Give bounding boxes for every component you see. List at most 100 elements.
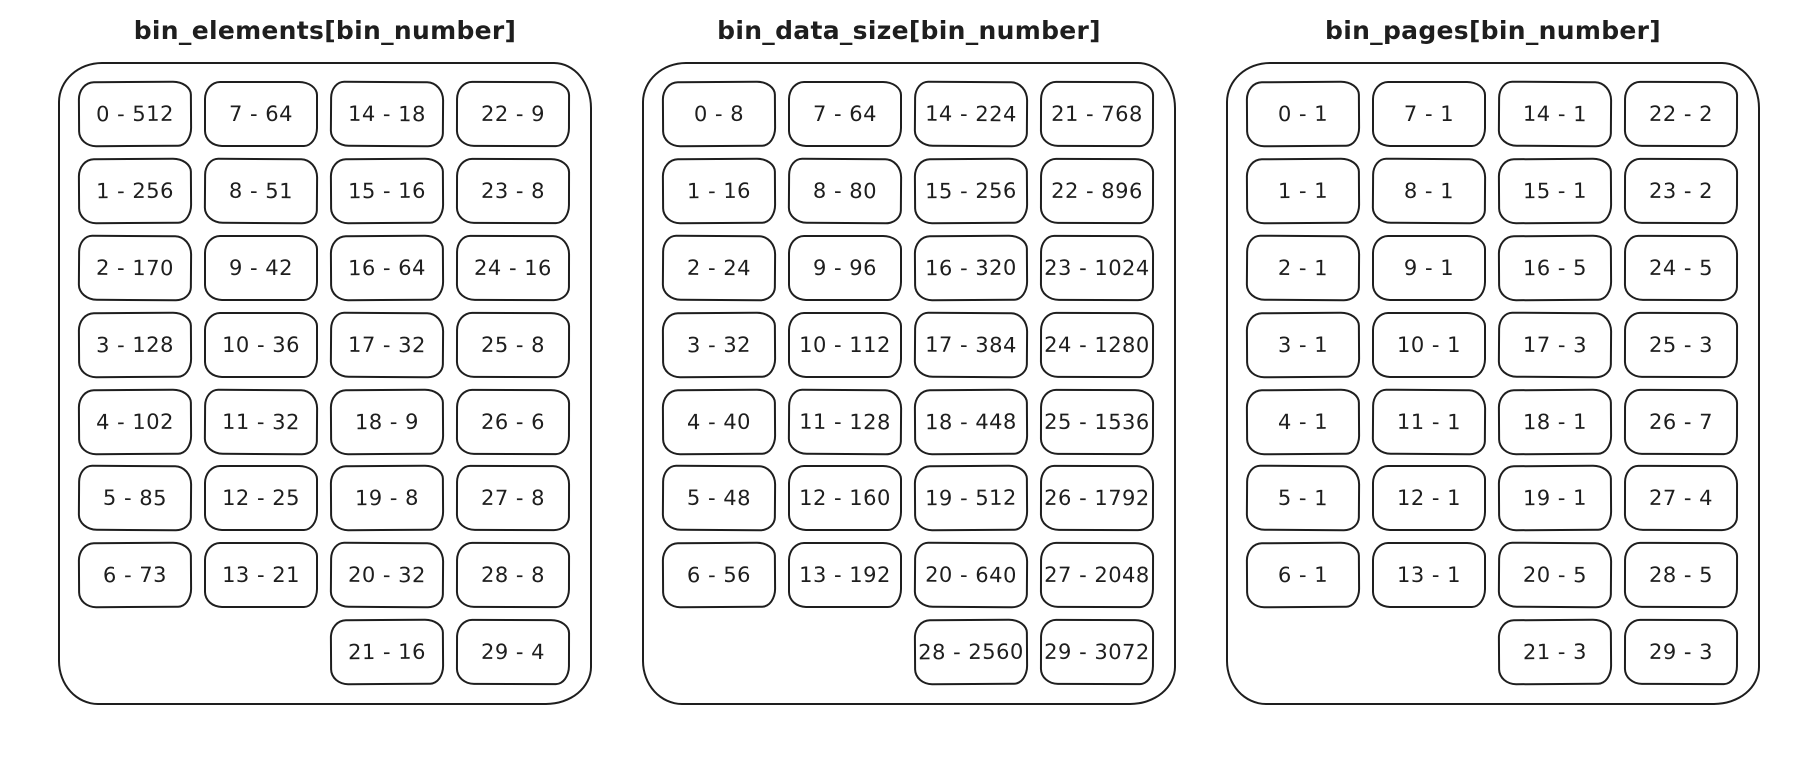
bin-box: 10 - 1 bbox=[1372, 311, 1486, 378]
bin-box: 25 - 1536 bbox=[1039, 388, 1155, 455]
bin-box: 8 - 1 bbox=[1371, 157, 1487, 225]
bin-box: 15 - 256 bbox=[913, 157, 1029, 225]
bin-box: 27 - 4 bbox=[1623, 465, 1739, 532]
bin-box: 19 - 512 bbox=[913, 465, 1029, 532]
bin-box: 6 - 1 bbox=[1245, 541, 1361, 609]
bin-box: 21 - 768 bbox=[1039, 80, 1155, 148]
bin-box: 2 - 170 bbox=[77, 234, 193, 302]
bin-box: 11 - 1 bbox=[1371, 388, 1487, 455]
bin-box: 7 - 64 bbox=[204, 81, 318, 147]
panel-title-bin-pages: bin_pages[bin_number] bbox=[1325, 16, 1661, 45]
bin-box: 19 - 1 bbox=[1497, 465, 1613, 532]
bin-box: 13 - 21 bbox=[204, 542, 318, 609]
bin-box: 14 - 1 bbox=[1497, 80, 1613, 148]
bin-box: 3 - 32 bbox=[661, 311, 777, 378]
bin-box: 8 - 80 bbox=[787, 157, 903, 225]
bin-box: 12 - 25 bbox=[204, 465, 318, 532]
bin-box: 24 - 16 bbox=[455, 234, 571, 301]
bin-box: 20 - 5 bbox=[1497, 541, 1613, 609]
bin-box: 9 - 42 bbox=[204, 234, 318, 301]
bin-box: 1 - 256 bbox=[77, 157, 193, 225]
empty-slot bbox=[662, 619, 776, 685]
bin-box: 29 - 3 bbox=[1623, 618, 1739, 686]
bin-box: 21 - 16 bbox=[329, 618, 445, 686]
empty-slot bbox=[788, 619, 902, 685]
bin-box: 0 - 8 bbox=[661, 80, 777, 148]
empty-slot bbox=[78, 619, 192, 685]
bin-box: 14 - 224 bbox=[913, 80, 1029, 148]
bin-box: 16 - 320 bbox=[913, 234, 1029, 301]
bin-box: 22 - 896 bbox=[1039, 157, 1155, 224]
bin-box: 1 - 16 bbox=[661, 157, 777, 225]
bin-box: 16 - 5 bbox=[1497, 234, 1613, 301]
panel-title-bin-elements: bin_elements[bin_number] bbox=[133, 16, 517, 45]
panel-title-bin-data-size: bin_data_size[bin_number] bbox=[717, 16, 1101, 45]
bin-box: 18 - 448 bbox=[913, 388, 1029, 455]
bin-box: 26 - 6 bbox=[455, 388, 571, 455]
bin-box: 9 - 1 bbox=[1372, 234, 1486, 301]
bin-box: 20 - 640 bbox=[913, 541, 1029, 609]
bin-box: 5 - 1 bbox=[1245, 464, 1361, 532]
bin-box: 20 - 32 bbox=[329, 541, 445, 609]
bin-box: 19 - 8 bbox=[329, 465, 445, 532]
bin-box: 29 - 3072 bbox=[1039, 618, 1155, 686]
bin-box: 4 - 102 bbox=[77, 388, 193, 455]
bin-box: 5 - 85 bbox=[77, 464, 193, 532]
bin-box: 28 - 8 bbox=[455, 542, 571, 609]
bin-box: 9 - 96 bbox=[788, 234, 902, 301]
bin-box: 17 - 32 bbox=[329, 311, 445, 378]
bin-box: 17 - 3 bbox=[1497, 311, 1613, 378]
bin-box: 4 - 1 bbox=[1245, 388, 1361, 455]
bin-box: 13 - 1 bbox=[1372, 542, 1486, 609]
bin-box: 29 - 4 bbox=[455, 618, 571, 686]
bin-box: 28 - 5 bbox=[1623, 542, 1739, 609]
bin-box: 4 - 40 bbox=[661, 388, 777, 455]
bin-box: 25 - 3 bbox=[1623, 311, 1739, 378]
bin-box: 0 - 1 bbox=[1245, 80, 1361, 148]
bin-box: 25 - 8 bbox=[455, 311, 571, 378]
bin-box: 21 - 3 bbox=[1497, 618, 1613, 686]
bin-box: 24 - 1280 bbox=[1039, 311, 1155, 378]
bin-box: 13 - 192 bbox=[788, 542, 902, 609]
bin-box: 18 - 1 bbox=[1497, 388, 1613, 455]
bin-box: 28 - 2560 bbox=[913, 618, 1029, 686]
bin-box: 3 - 1 bbox=[1245, 311, 1361, 378]
bin-box: 6 - 73 bbox=[77, 541, 193, 609]
bin-box: 22 - 2 bbox=[1623, 80, 1739, 148]
bin-box: 14 - 18 bbox=[329, 80, 445, 148]
empty-slot bbox=[1372, 619, 1486, 685]
bin-box: 26 - 7 bbox=[1623, 388, 1739, 455]
bin-box: 7 - 64 bbox=[788, 81, 902, 147]
bin-box: 15 - 16 bbox=[329, 157, 445, 225]
empty-slot bbox=[1246, 619, 1360, 685]
bin-box: 17 - 384 bbox=[913, 311, 1029, 378]
bin-box: 26 - 1792 bbox=[1039, 465, 1155, 532]
bin-box: 11 - 32 bbox=[203, 388, 319, 455]
bin-box: 23 - 2 bbox=[1623, 157, 1739, 224]
bin-box: 0 - 512 bbox=[77, 80, 193, 148]
bin-box: 22 - 9 bbox=[455, 80, 571, 148]
empty-slot bbox=[204, 619, 318, 685]
bin-box: 24 - 5 bbox=[1623, 234, 1739, 301]
bin-box: 6 - 56 bbox=[661, 541, 777, 609]
bin-box: 27 - 8 bbox=[455, 465, 571, 532]
bin-box: 11 - 128 bbox=[787, 388, 903, 455]
bin-box: 12 - 1 bbox=[1372, 465, 1486, 532]
bin-box: 18 - 9 bbox=[329, 388, 445, 455]
bin-box: 2 - 24 bbox=[661, 234, 777, 302]
bin-box: 15 - 1 bbox=[1497, 157, 1613, 225]
bin-box: 3 - 128 bbox=[77, 311, 193, 378]
bin-box: 27 - 2048 bbox=[1039, 542, 1155, 609]
bin-box: 12 - 160 bbox=[788, 465, 902, 532]
bin-box: 1 - 1 bbox=[1245, 157, 1361, 225]
bin-box: 5 - 48 bbox=[661, 464, 777, 532]
